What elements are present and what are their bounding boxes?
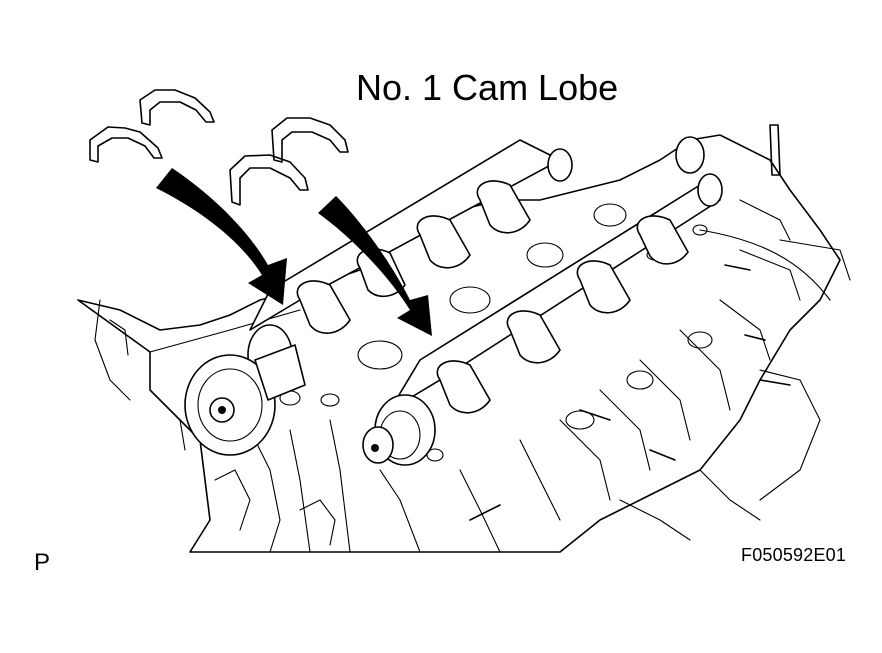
camshaft-left [184, 136, 705, 456]
port-holes [279, 203, 713, 462]
figure-title: No. 1 Cam Lobe [356, 67, 619, 108]
pointer-arrows [156, 168, 432, 336]
studs [469, 124, 791, 521]
figure-code: F050592E01 [741, 545, 847, 565]
corner-label: P [34, 549, 51, 576]
bearing-caps [89, 89, 349, 206]
cylinder-head-body [77, 134, 851, 553]
camshaft-right [362, 173, 723, 466]
